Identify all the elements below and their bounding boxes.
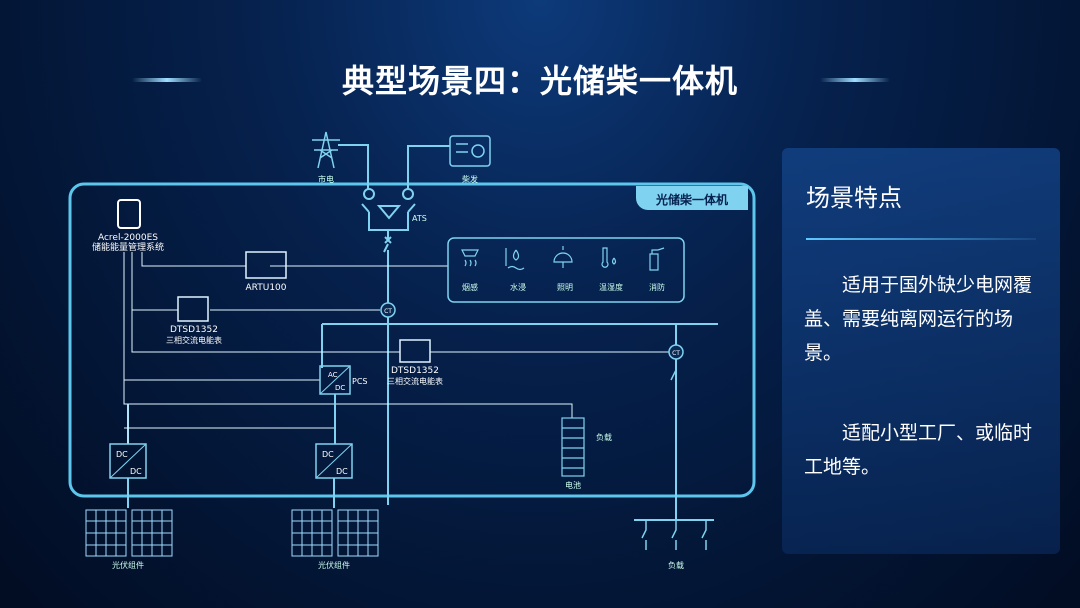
generator-label: 柴发: [462, 174, 478, 184]
ems-name: Acrel-2000ES: [98, 233, 158, 243]
sensor-smoke: 烟感: [462, 282, 478, 292]
sensor-water: 水浸: [510, 282, 526, 292]
feature-paragraph-2: 适配小型工厂、或临时工地等。: [804, 422, 1033, 478]
pcs-ac: AC: [328, 371, 338, 379]
system-box: [68, 182, 756, 498]
load-label: 负载: [668, 560, 684, 570]
title-decoration-right: [820, 78, 890, 82]
smoke-detector-icon: [461, 249, 479, 267]
generator-icon: [449, 135, 491, 167]
sensor-temp-humidity: 温湿度: [599, 282, 623, 292]
meter-1-desc: 三相交流电能表: [166, 335, 222, 345]
dcdc1-out: DC: [130, 467, 142, 476]
fire-extinguisher-icon: [649, 247, 665, 271]
system-box-label: 光储柴一体机: [655, 192, 728, 207]
battery-rack-icon: [561, 417, 585, 477]
meter-2-model: DTSD1352: [391, 366, 439, 376]
artu-device-icon: [245, 251, 287, 279]
dcdc2-in: DC: [322, 450, 334, 459]
system-box-tab: [636, 186, 748, 210]
pcs-label: PCS: [352, 377, 368, 386]
sensor-group: [447, 237, 685, 303]
meter-1-model: DTSD1352: [170, 325, 218, 335]
dcdc1-in: DC: [116, 450, 128, 459]
ct-1-label: CT: [384, 308, 392, 315]
system-diagram: 光储柴一体机 市电 柴发 ATS Acrel-2000ES 储能能量管理系统 A…: [68, 131, 756, 570]
heading-divider: [806, 238, 1036, 240]
ct-2-icon: [668, 344, 684, 360]
lighting-icon: [553, 246, 573, 268]
page-title: 典型场景四：光储柴一体机: [341, 62, 738, 100]
features-heading: 场景特点: [806, 184, 902, 212]
meter-1-icon: [177, 296, 209, 322]
ems-desc: 储能能量管理系统: [92, 241, 164, 253]
sensor-fire: 消防: [649, 282, 665, 292]
dcdc2-out: DC: [336, 467, 348, 476]
grid-label: 市电: [318, 174, 334, 184]
pv-label-1: 光伏组件: [112, 560, 144, 570]
water-leak-icon: [505, 248, 525, 271]
power-tower-icon: [312, 131, 340, 169]
title-decoration-left: [132, 78, 202, 82]
artu-label: ARTU100: [245, 283, 286, 293]
feature-paragraph-1: 适用于国外缺少电网覆盖、需要纯离网运行的场景。: [804, 274, 1033, 364]
ct-1-icon: [380, 302, 396, 318]
pv-label-2: 光伏组件: [318, 560, 350, 570]
meter-2-icon: [399, 339, 431, 363]
ats-label: ATS: [412, 214, 427, 223]
pcs-dc: DC: [335, 384, 345, 392]
battery-label: 电池: [565, 480, 581, 490]
sensor-lighting: 照明: [557, 283, 573, 292]
meter-2-desc: 三相交流电能表: [387, 376, 443, 386]
pv-panel-group-1: [85, 509, 173, 557]
ats-switch: [361, 188, 416, 505]
load-feeders: [641, 520, 707, 550]
ct-2-label: CT: [672, 350, 680, 357]
tablet-icon: [117, 199, 141, 229]
features-panel: 场景特点 适用于国外缺少电网覆盖、需要纯离网运行的场景。 适配小型工厂、或临时工…: [782, 148, 1060, 554]
battery-side-label: 负载: [596, 432, 612, 442]
pv-panel-group-2: [291, 509, 379, 557]
thermometer-icon: [601, 247, 617, 268]
